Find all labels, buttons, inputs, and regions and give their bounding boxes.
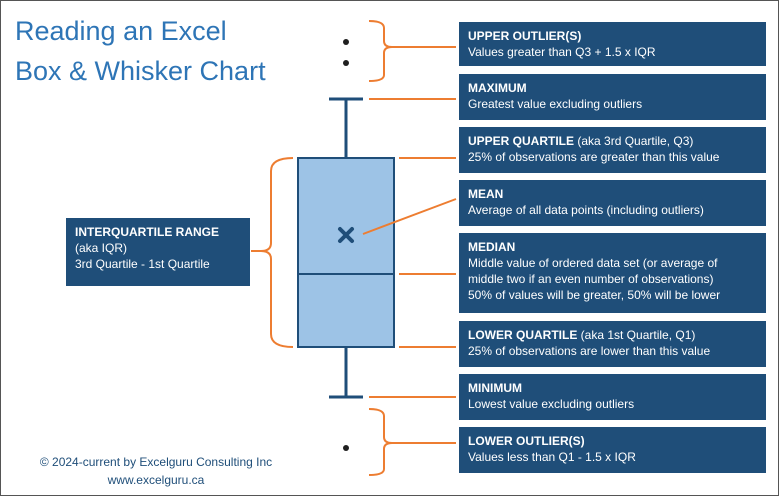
minimum-desc: Lowest value excluding outliers	[468, 397, 635, 411]
minimum-heading: MINIMUM	[468, 381, 522, 395]
upper-outliers-desc: Values greater than Q3 + 1.5 x IQR	[468, 45, 656, 59]
iqr-heading: INTERQUARTILE RANGE	[75, 225, 219, 239]
lower-outliers-heading: LOWER OUTLIER(S)	[468, 434, 585, 448]
copyright-text: © 2024-current by Excelguru Consulting I…	[39, 455, 273, 469]
mean-heading: MEAN	[468, 187, 504, 201]
lower-quartile-title: LOWER QUARTILE	[468, 328, 578, 342]
lower-outliers-desc: Values less than Q1 - 1.5 x IQR	[468, 450, 636, 464]
upper-quartile-label: UPPER QUARTILE (aka 3rd Quartile, Q3) 25…	[459, 127, 766, 173]
lower-quartile-desc: 25% of observations are lower than this …	[468, 344, 711, 358]
iqr-box	[297, 157, 395, 348]
iqr-aka: (aka IQR)	[75, 241, 128, 255]
iqr-bracket	[251, 157, 294, 348]
upper-outliers-heading: UPPER OUTLIER(S)	[468, 29, 582, 43]
page-title: Reading an Excel Box & Whisker Chart	[15, 11, 315, 91]
upper-quartile-title: UPPER QUARTILE	[468, 134, 575, 148]
upper-outliers-label: UPPER OUTLIER(S) Values greater than Q3 …	[459, 22, 766, 66]
maximum-heading: MAXIMUM	[468, 81, 527, 95]
upper-quartile-heading: UPPER QUARTILE (aka 3rd Quartile, Q3)	[468, 133, 758, 149]
lower-outliers-label: LOWER OUTLIER(S) Values less than Q1 - 1…	[459, 427, 766, 473]
upper-outliers-bracket	[368, 20, 456, 82]
upper-outlier-point	[343, 60, 349, 66]
median-label: MEDIAN Middle value of ordered data set …	[459, 233, 766, 313]
title-line-1: Reading an Excel	[15, 16, 227, 46]
upper-quartile-desc: 25% of observations are greater than thi…	[468, 150, 720, 164]
lower-outliers-bracket	[368, 408, 456, 476]
title-line-2: Box & Whisker Chart	[15, 56, 266, 86]
median-desc-3: 50% of values will be greater, 50% will …	[468, 288, 721, 302]
upper-quartile-aka: (aka 3rd Quartile, Q3)	[574, 134, 694, 148]
lower-quartile-heading: LOWER QUARTILE (aka 1st Quartile, Q1)	[468, 327, 758, 343]
mean-marker	[338, 227, 354, 243]
iqr-formula: 3rd Quartile - 1st Quartile	[75, 257, 210, 271]
iqr-label: INTERQUARTILE RANGE (aka IQR) 3rd Quarti…	[66, 218, 250, 286]
mean-desc: Average of all data points (including ou…	[468, 203, 704, 217]
lower-quartile-label: LOWER QUARTILE (aka 1st Quartile, Q1) 25…	[459, 321, 766, 367]
lower-outlier-point	[343, 445, 349, 451]
maximum-label: MAXIMUM Greatest value excluding outlier…	[459, 74, 766, 120]
mean-connector	[362, 198, 457, 235]
maximum-desc: Greatest value excluding outliers	[468, 97, 643, 111]
median-desc-1: Middle value of ordered data set (or ave…	[468, 256, 718, 270]
median-desc-2: middle two if an even number of observat…	[468, 272, 714, 286]
footer: © 2024-current by Excelguru Consulting I…	[1, 453, 311, 489]
minimum-label: MINIMUM Lowest value excluding outliers	[459, 374, 766, 420]
upper-outlier-point	[343, 39, 349, 45]
median-heading: MEDIAN	[468, 240, 516, 254]
mean-label: MEAN Average of all data points (includi…	[459, 180, 766, 226]
lower-quartile-aka: (aka 1st Quartile, Q1)	[577, 328, 696, 342]
website-link[interactable]: www.excelguru.ca	[107, 473, 205, 487]
